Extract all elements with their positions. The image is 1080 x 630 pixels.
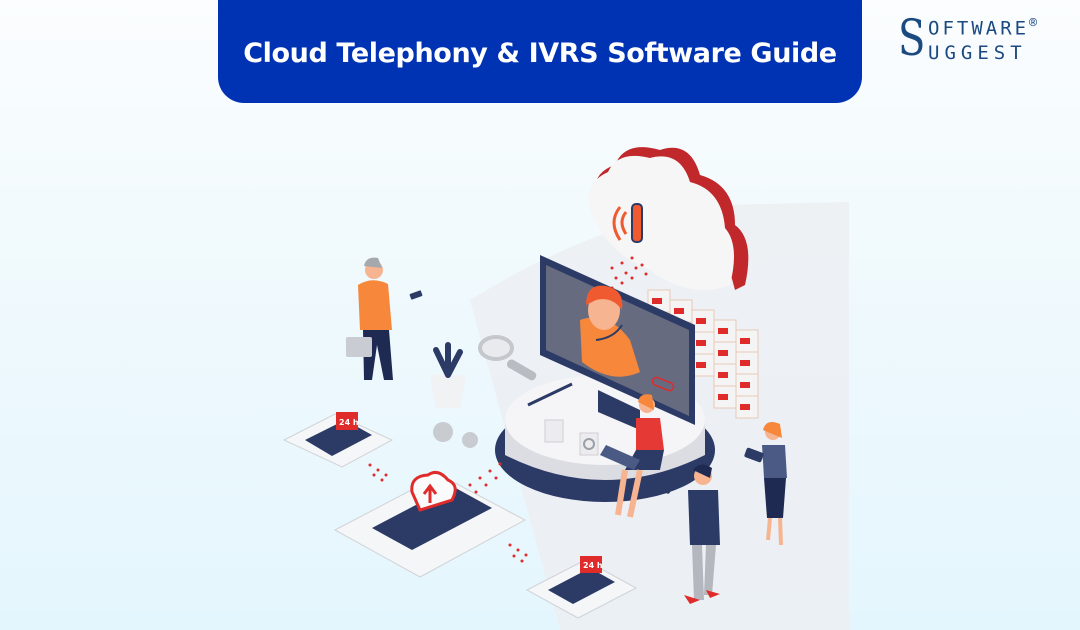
- gear-icons: [433, 422, 478, 448]
- monitor-agent: [540, 255, 695, 430]
- man-with-phone: [653, 464, 720, 604]
- server-boxes: [647, 289, 759, 419]
- svg-text:24 h: 24 h: [339, 418, 359, 427]
- title-banner: Cloud Telephony & IVRS Software Guide: [218, 0, 862, 103]
- phone-pad-bottom: 24 h: [525, 556, 638, 619]
- cloud-phone-icon: [588, 147, 749, 290]
- logo-initial: S: [898, 9, 926, 67]
- softwaresuggest-logo[interactable]: S OFTWARE® UGGEST: [898, 9, 1068, 72]
- dots-pads: [368, 462, 528, 563]
- woman-with-tablet: [744, 422, 787, 546]
- woman-with-laptop: [600, 394, 664, 518]
- magnifier: [478, 335, 537, 381]
- man-with-briefcase: [346, 257, 423, 380]
- connection-dots: [610, 256, 648, 290]
- logo-line1: OFTWARE®: [928, 16, 1037, 40]
- svg-text:24 h: 24 h: [583, 561, 603, 570]
- phone-pad-top-left: 24 h: [282, 412, 394, 468]
- plant-pot: [430, 342, 466, 408]
- page-title: Cloud Telephony & IVRS Software Guide: [243, 38, 837, 69]
- logo-line2: UGGEST: [928, 42, 1027, 64]
- phone-pad-center: [333, 470, 527, 578]
